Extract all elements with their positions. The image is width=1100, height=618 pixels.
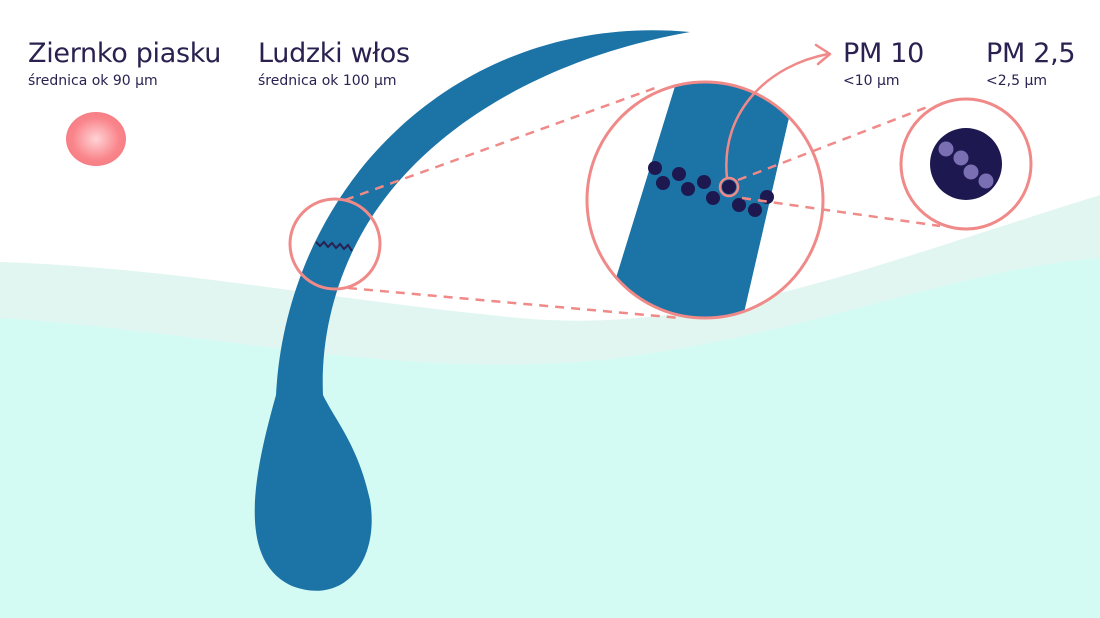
pm25-zoom-line-bottom <box>741 196 941 228</box>
pm25-particle <box>930 128 1002 200</box>
pm10-arrowhead <box>814 43 832 66</box>
pm25-title: PM 2,5 <box>986 38 1076 69</box>
zoom-line-bottom <box>347 286 681 320</box>
zoom-line-top <box>344 86 656 202</box>
pm10-title: PM 10 <box>843 38 925 69</box>
human-hair <box>254 30 690 591</box>
pm25-label: PM 2,5 <2,5 µm <box>986 38 1076 90</box>
pm25-size: <2,5 µm <box>986 73 1047 89</box>
human-hair-label: Ludzki włos średnica ok 100 µm <box>258 38 410 90</box>
pm10-particles <box>648 161 774 217</box>
sand-grain <box>66 112 126 166</box>
pm10-label: PM 10 <10 µm <box>843 38 924 90</box>
small-zoom-circle <box>288 197 382 291</box>
zoomed-hair-strand <box>600 82 800 318</box>
hair-zigzag <box>315 240 353 252</box>
sand-grain-diameter: średnica ok 90 µm <box>28 73 158 89</box>
pm10-arrow <box>725 52 829 179</box>
human-hair-title: Ludzki włos <box>258 38 410 69</box>
highlighted-particle <box>718 176 740 198</box>
pm10-size: <10 µm <box>843 73 900 89</box>
pm25-sub-particles <box>938 141 994 189</box>
sand-grain-label: Ziernko piasku średnica ok 90 µm <box>28 38 221 90</box>
human-hair-diameter: średnica ok 100 µm <box>258 73 397 89</box>
pm25-zoom-line-top <box>737 104 931 182</box>
big-zoom-circle <box>585 80 825 320</box>
sand-grain-title: Ziernko piasku <box>28 38 222 69</box>
